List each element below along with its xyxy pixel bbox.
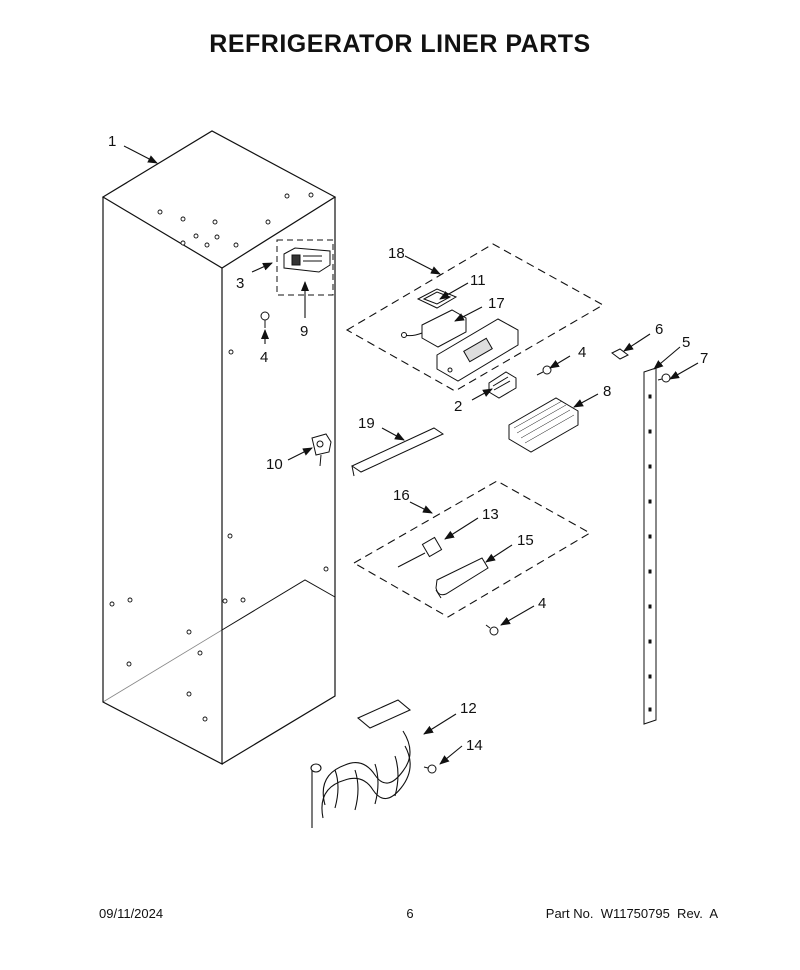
screw-part-7 [658,374,670,382]
vertical-rail-part-5 [644,368,656,724]
liner-cabinet [103,131,335,765]
screw-mid [537,366,551,375]
gasket-part-11 [418,289,456,308]
trim-strip-part-19 [352,428,443,476]
footer-part-number: Part No. W11750795 Rev. A [545,906,718,921]
callout-2: 2 [454,398,462,415]
callout-17: 17 [488,295,505,312]
evaporator-coil-part-12 [311,700,410,828]
footer-date: 09/11/2024 [99,906,164,921]
footer-page-number: 6 [406,906,414,921]
callout-3: 3 [236,275,244,292]
callout-12: 12 [460,700,477,717]
control-box [277,240,333,295]
filter-cover-part-8 [509,398,578,452]
callout-15: 15 [517,532,534,549]
light-part-15 [436,558,488,598]
housing-part-17 [402,310,467,347]
callout-11: 11 [470,272,486,289]
harness-part-13 [398,537,442,567]
callout-1: 1 [108,133,116,150]
callout-4-left: 4 [260,349,268,366]
screw-lower [486,625,498,635]
sensor-part [312,434,331,466]
filter-part-2 [489,372,516,398]
group-16-outline [354,481,590,617]
screw-left [261,312,269,328]
callout-14: 14 [466,737,483,754]
callout-13: 13 [482,506,499,523]
callout-4-lower: 4 [538,595,546,612]
clip-part-6 [612,349,628,359]
callout-19: 19 [358,415,375,432]
group-18-outline [347,244,603,391]
screw-part-14 [424,765,436,773]
callout-8: 8 [603,383,611,400]
callout-labels: 1 3 4 9 10 18 11 17 2 4 8 19 6 5 7 16 13… [108,133,708,754]
dispenser-panel [437,319,518,381]
callout-10: 10 [266,456,283,473]
callout-18: 18 [388,245,405,262]
callout-5: 5 [682,334,690,351]
leader-lines [123,145,699,765]
callout-4-mid: 4 [578,344,586,361]
callout-9: 9 [300,323,308,340]
callout-6: 6 [655,321,663,338]
callout-16: 16 [393,487,410,504]
page-title: REFRIGERATOR LINER PARTS [209,30,591,58]
callout-7: 7 [700,350,708,367]
